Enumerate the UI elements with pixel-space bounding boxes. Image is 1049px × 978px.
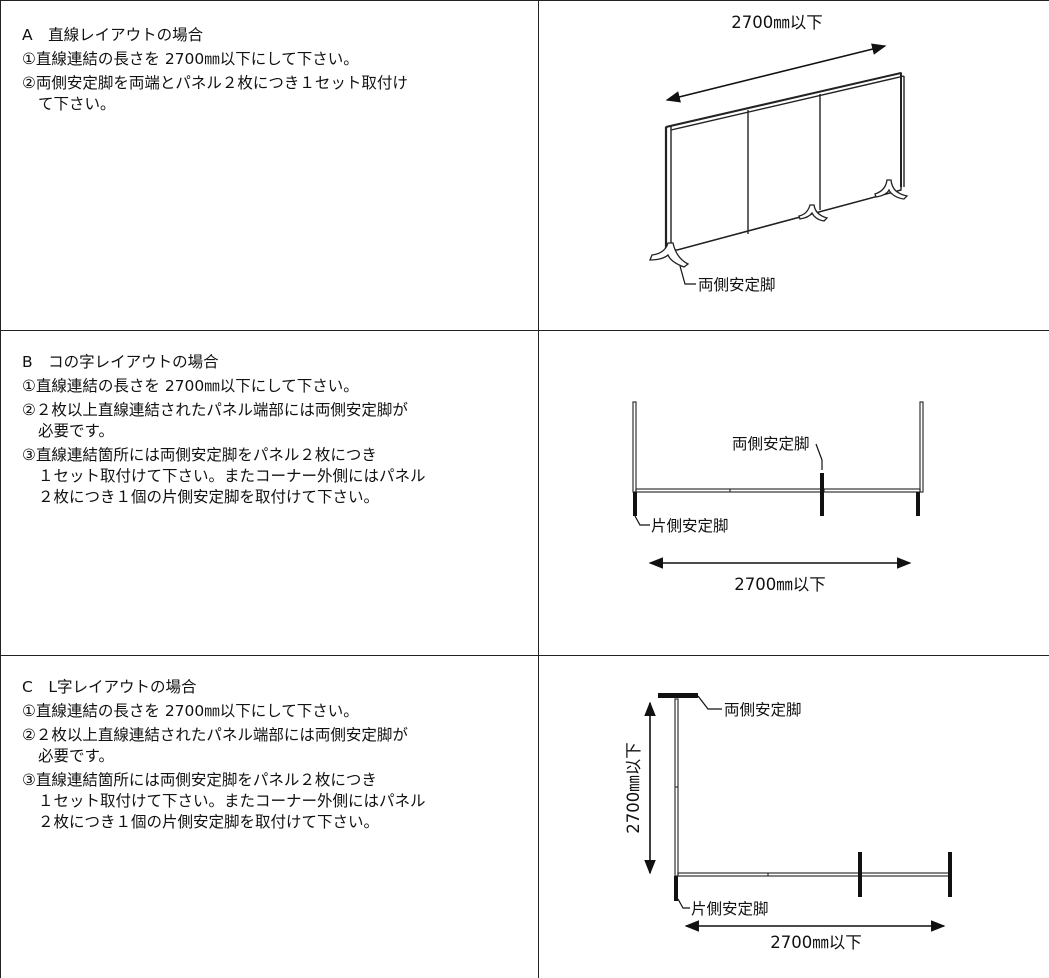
panel-assembly <box>664 72 905 254</box>
section-c-item-3: ③直線連結箇所には両側安定脚をパネル２枚につき １セット取付けて下さい。またコー… <box>22 771 426 831</box>
section-a-text: A 直線レイアウトの場合 ①直線連結の長さを 2700㎜以下にして下さい。 ②両… <box>22 25 532 115</box>
u-shape-layout-figure: 両側安定脚 片側安定脚 2700㎜以下 <box>632 401 924 594</box>
both-side-foot-label: 両側安定脚 <box>724 701 802 719</box>
straight-layout-figure: 2700㎜以下 両側安定脚 <box>649 13 909 294</box>
both-foot-leader <box>697 695 722 710</box>
section-c-text: C L字レイアウトの場合 ①直線連結の長さを 2700㎜以下にして下さい。 ②２… <box>22 677 532 833</box>
length-dimension-label: 2700㎜以下 <box>770 933 862 952</box>
u-shape-panels <box>632 401 924 493</box>
row-divider-1 <box>0 330 1049 331</box>
both-foot-leader <box>815 443 823 470</box>
l-shape-layout-figure: 両側安定脚 2700㎜以下 片側安定脚 2700㎜以下 <box>624 693 952 952</box>
single-foot-leader <box>634 515 650 526</box>
both-side-foot-label: 両側安定脚 <box>698 276 776 294</box>
length-dimension-arrow <box>665 43 887 103</box>
section-b-item-1: ①直線連結の長さを 2700㎜以下にして下さい。 <box>22 377 359 395</box>
section-a-item-1: ①直線連結の長さを 2700㎜以下にして下さい。 <box>22 50 359 68</box>
section-b-title: B コの字レイアウトの場合 <box>22 353 219 371</box>
l-shape-panels <box>674 698 951 877</box>
section-c-item-1: ①直線連結の長さを 2700㎜以下にして下さい。 <box>22 702 359 720</box>
table-border-left <box>0 0 1 978</box>
vertical-dimension-label: 2700㎜以下 <box>624 742 643 834</box>
row-divider-2 <box>0 655 1049 656</box>
l-shape-feet <box>658 693 952 901</box>
section-a-title: A 直線レイアウトの場合 <box>22 26 204 44</box>
section-b-item-3: ③直線連結箇所には両側安定脚をパネル２枚につき １セット取付けて下さい。またコー… <box>22 446 426 506</box>
single-side-foot-label: 片側安定脚 <box>651 517 729 535</box>
single-foot-leader <box>677 898 690 909</box>
section-a-item-2: ②両側安定脚を両端とパネル２枚につき１セット取付け て下さい。 <box>22 74 408 113</box>
foot-leader-line <box>679 265 696 285</box>
u-shape-feet <box>633 473 920 516</box>
stabilizer-feet <box>649 179 909 268</box>
column-divider <box>538 0 539 978</box>
section-c-title: C L字レイアウトの場合 <box>22 678 197 696</box>
single-side-foot-label: 片側安定脚 <box>691 900 769 918</box>
length-dimension-label: 2700㎜以下 <box>734 575 826 594</box>
section-b-item-2: ②２枚以上直線連結されたパネル端部には両側安定脚が 必要です。 <box>22 401 408 440</box>
length-dimension-label: 2700㎜以下 <box>731 13 823 32</box>
both-side-foot-label: 両側安定脚 <box>732 435 810 453</box>
table-border-top <box>0 0 1049 1</box>
section-b-text: B コの字レイアウトの場合 ①直線連結の長さを 2700㎜以下にして下さい。 ②… <box>22 352 532 508</box>
section-c-item-2: ②２枚以上直線連結されたパネル端部には両側安定脚が 必要です。 <box>22 726 408 765</box>
